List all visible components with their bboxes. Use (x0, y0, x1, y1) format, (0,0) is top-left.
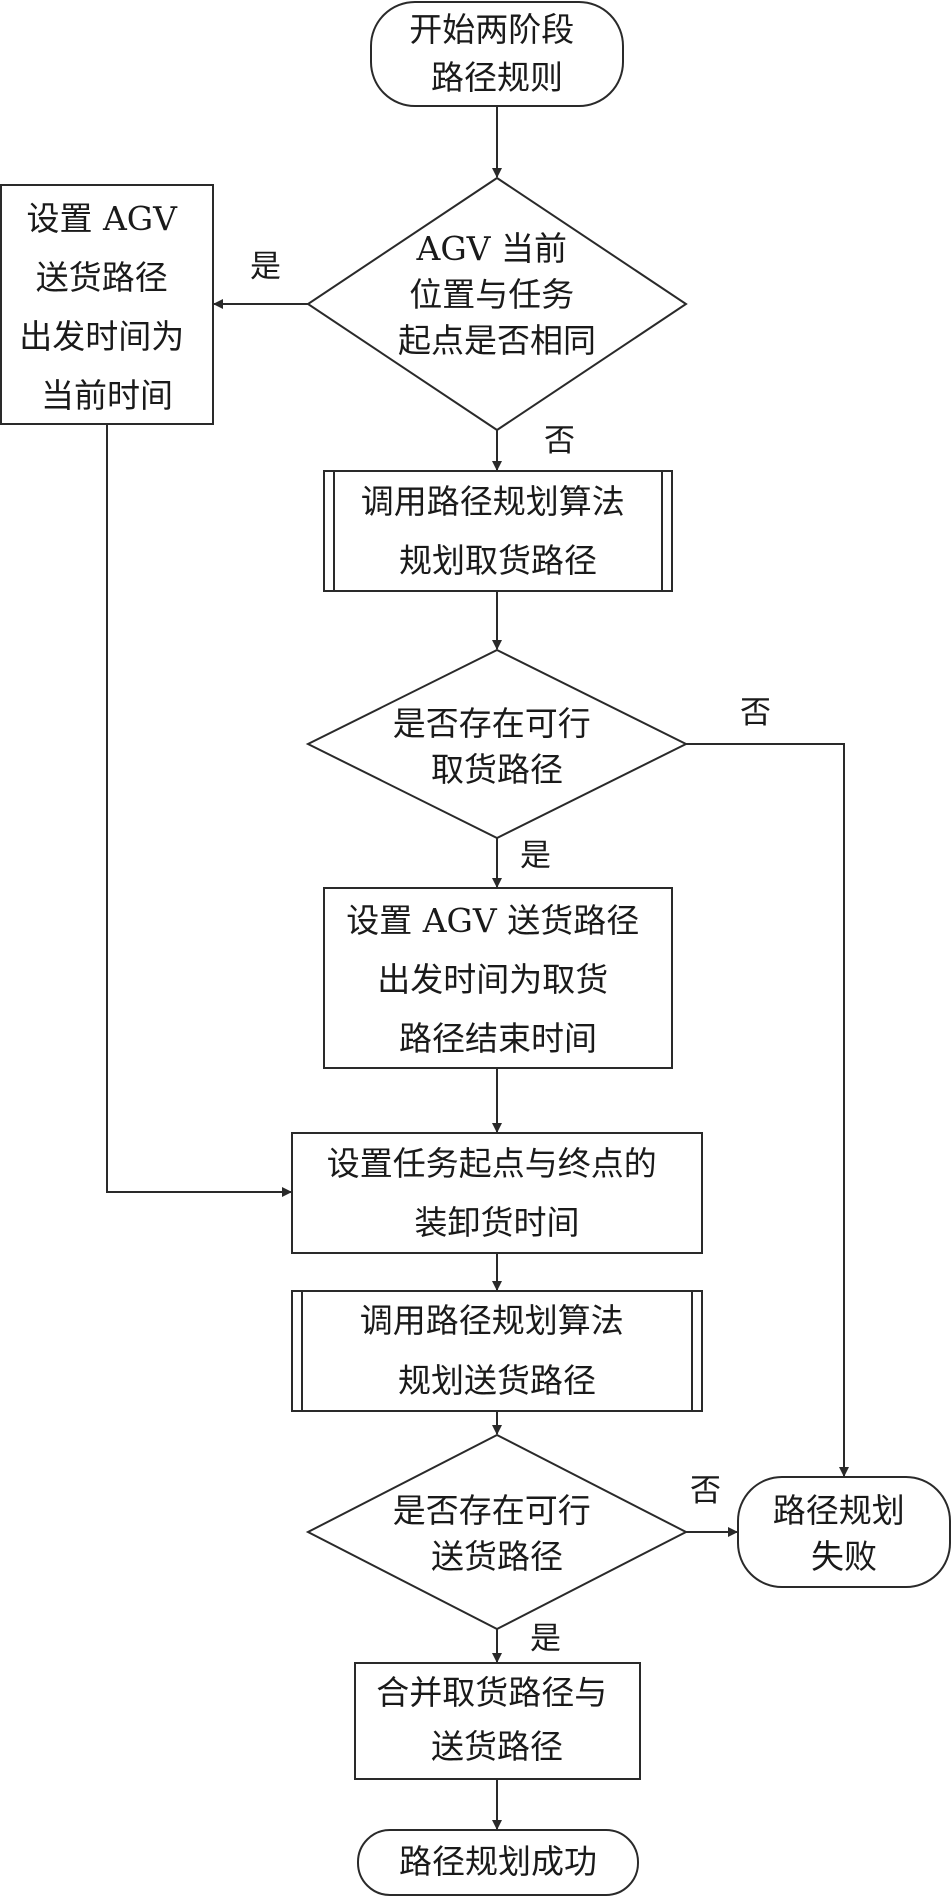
check-same-position-decision: AGV 当前 位置与任务 起点是否相同 (306, 176, 688, 432)
set-load-unload-line-1: 设置任务起点与终点的 (327, 1144, 657, 1183)
plan-pickup-line-1: 调用路径规划算法 (361, 482, 625, 521)
check-delivery-line-2: 送货路径 (431, 1537, 563, 1576)
svg-text:路径规划成功: 路径规划成功 (399, 1842, 597, 1881)
fail-node: 路径规划 失败 (737, 1476, 951, 1588)
start-node: 开始两阶段 路径规则 (370, 1, 624, 107)
set-time-pickup-end-line-3: 路径结束时间 (399, 1019, 597, 1058)
check-delivery-feasible-decision: 是否存在可行 送货路径 (305, 1433, 689, 1631)
merge-line-1: 合并取货路径与 (376, 1673, 607, 1712)
success-line-1: 路径规划成功 (399, 1842, 597, 1881)
svg-text:设置 AGV 送货路径 出发时间为: 设置 AGV 送货路径 出发时间为 当前时间 (19, 199, 195, 415)
set-time-pickup-end-line-2: 出发时间为取货 (377, 960, 608, 999)
svg-text:路径规划 失败: 路径规划 失败 (773, 1491, 916, 1576)
svg-text:调用路径规划算法 规划取货路径: 调用路径规划算法 规划取货路径 (361, 482, 636, 580)
check-same-line-1: AGV 当前 (415, 229, 567, 268)
svg-text:设置 AGV 送货路径 出发时间为取货: 设置 AGV 送货路径 出发时间为取货 路径结束时间 (346, 901, 650, 1058)
check-same-line-2: 位置与任务 (409, 275, 574, 314)
label-pickup-no: 否 (740, 695, 771, 731)
svg-text:是否存在可行 取货路径: 是否存在可行 取货路径 (393, 704, 602, 789)
start-line-2: 路径规则 (431, 58, 563, 97)
check-pickup-line-1: 是否存在可行 (393, 704, 591, 743)
svg-text:设置任务起点与终点的 装卸货时间: 设置任务起点与终点的 装卸货时间 (327, 1144, 668, 1242)
svg-text:开始两阶段 路径规则: 开始两阶段 路径规则 (409, 10, 585, 97)
set-time-current-box: 设置 AGV 送货路径 出发时间为 当前时间 (0, 184, 214, 425)
edge-current-to-load (106, 424, 292, 1197)
set-time-current-line-3: 出发时间为 (19, 317, 184, 356)
set-time-pickup-end-box: 设置 AGV 送货路径 出发时间为取货 路径结束时间 (323, 887, 673, 1069)
fail-line-2: 失败 (811, 1537, 877, 1576)
merge-box: 合并取货路径与 送货路径 (354, 1662, 641, 1780)
check-same-line-3: 起点是否相同 (398, 321, 596, 360)
plan-pickup-subprocess: 调用路径规划算法 规划取货路径 (323, 470, 673, 592)
set-time-pickup-end-line-1: 设置 AGV 送货路径 (346, 901, 639, 940)
svg-text:调用路径规划算法 规划送货路径: 调用路径规划算法 规划送货路径 (360, 1301, 635, 1400)
fail-line-1: 路径规划 (773, 1491, 905, 1530)
check-pickup-line-2: 取货路径 (431, 750, 563, 789)
check-pickup-feasible-decision: 是否存在可行 取货路径 (305, 648, 689, 840)
set-load-unload-line-2: 装卸货时间 (415, 1203, 580, 1242)
set-time-current-line-4: 当前时间 (41, 376, 173, 415)
plan-delivery-line-1: 调用路径规划算法 (360, 1301, 624, 1340)
svg-text:是否存在可行 送货路径: 是否存在可行 送货路径 (393, 1491, 602, 1576)
svg-text:AGV 当前 位置与任务 起点是否相: AGV 当前 位置与任务 起点是否相同 (398, 229, 596, 360)
set-load-unload-time-box: 设置任务起点与终点的 装卸货时间 (291, 1132, 703, 1254)
edge-check-pickup-no (686, 743, 849, 1477)
label-delivery-yes: 是 (530, 1621, 561, 1657)
connectors (106, 106, 849, 1830)
plan-delivery-subprocess: 调用路径规划算法 规划送货路径 (291, 1290, 703, 1412)
plan-pickup-line-2: 规划取货路径 (399, 541, 597, 580)
edge-labels: 是 否 否 是 否 是 (250, 249, 771, 1657)
success-node: 路径规划成功 (357, 1829, 639, 1896)
label-pickup-yes: 是 (520, 838, 551, 874)
check-delivery-line-1: 是否存在可行 (393, 1491, 591, 1530)
label-delivery-no: 否 (690, 1473, 721, 1509)
set-time-current-line-2: 送货路径 (36, 258, 168, 297)
label-same-no: 否 (544, 423, 575, 459)
set-time-current-line-1: 设置 AGV (26, 199, 178, 238)
svg-text:合并取货路径与 送货路径: 合并取货路径与 送货路径 (376, 1673, 618, 1766)
merge-line-2: 送货路径 (431, 1727, 563, 1766)
label-same-yes: 是 (250, 249, 281, 285)
start-line-1: 开始两阶段 (409, 10, 574, 49)
plan-delivery-line-2: 规划送货路径 (398, 1361, 596, 1400)
